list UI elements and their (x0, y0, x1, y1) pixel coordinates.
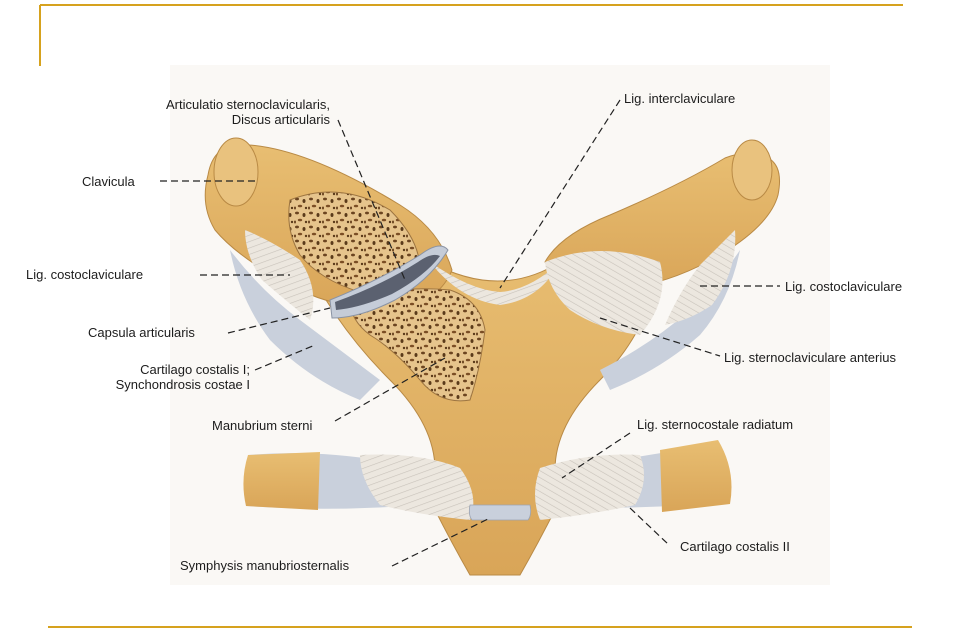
label-articulatio-line2: Discus articularis (231, 112, 330, 127)
left-clavicle-end (213, 137, 259, 207)
label-lig-sternocostale: Lig. sternocostale radiatum (637, 417, 794, 432)
manubriosternal-symphysis (468, 504, 532, 521)
leader-lines (160, 99, 780, 567)
label-lig-costoclaviculare-left: Lig. costoclaviculare (26, 267, 144, 282)
articular-disc (335, 254, 440, 310)
label-symphysis: Symphysis manubriosternalis (180, 558, 350, 573)
right-costoclavicular-ligament (665, 230, 736, 325)
leader-manubrium (334, 357, 446, 422)
lower-right-sternocostal-fibers (535, 454, 644, 520)
label-cartilago-costalis-1: Cartilago costalis I; Synchondrosis cost… (60, 362, 250, 392)
label-articulatio-line1: Articulatio sternoclavicularis, (165, 97, 330, 112)
leader-cartilago-2 (629, 507, 669, 545)
label-articulatio: Articulatio sternoclavicularis, Discus a… (118, 97, 330, 127)
right-first-rib-cartilage (600, 250, 740, 390)
label-cartilago-costalis-2: Cartilago costalis II (680, 539, 790, 554)
manubrium-cut-section (349, 288, 486, 402)
label-manubrium-sterni: Manubrium sterni (212, 418, 313, 433)
leader-articulatio (337, 119, 406, 281)
label-clavicula: Clavicula (82, 174, 135, 189)
right-clavicle-end (731, 139, 773, 201)
left-first-rib-cartilage (230, 250, 380, 400)
label-lig-costoclaviculare-right: Lig. costoclaviculare (785, 279, 903, 294)
leader-capsula (227, 307, 331, 334)
leader-lig-sternocostale (561, 432, 631, 479)
label-capsula-articularis: Capsula articularis (88, 325, 195, 340)
sternoclavicular-anterior-ligament (545, 251, 663, 335)
interclavicular-ligament (430, 262, 560, 305)
leader-symphysis (391, 517, 491, 567)
label-cartilago-1-line1: Cartilago costalis I; (140, 362, 250, 377)
label-lig-interclaviculare: Lig. interclaviculare (624, 91, 736, 106)
label-lig-sternoclaviculare-anterius: Lig. sternoclaviculare anterius (724, 350, 896, 365)
leader-lig-inter (499, 99, 621, 289)
leader-lig-sterno-ant (599, 317, 721, 357)
lower-left-sternocostal-fibers (360, 454, 474, 520)
label-cartilago-1-line2: Synchondrosis costae I (115, 377, 250, 392)
